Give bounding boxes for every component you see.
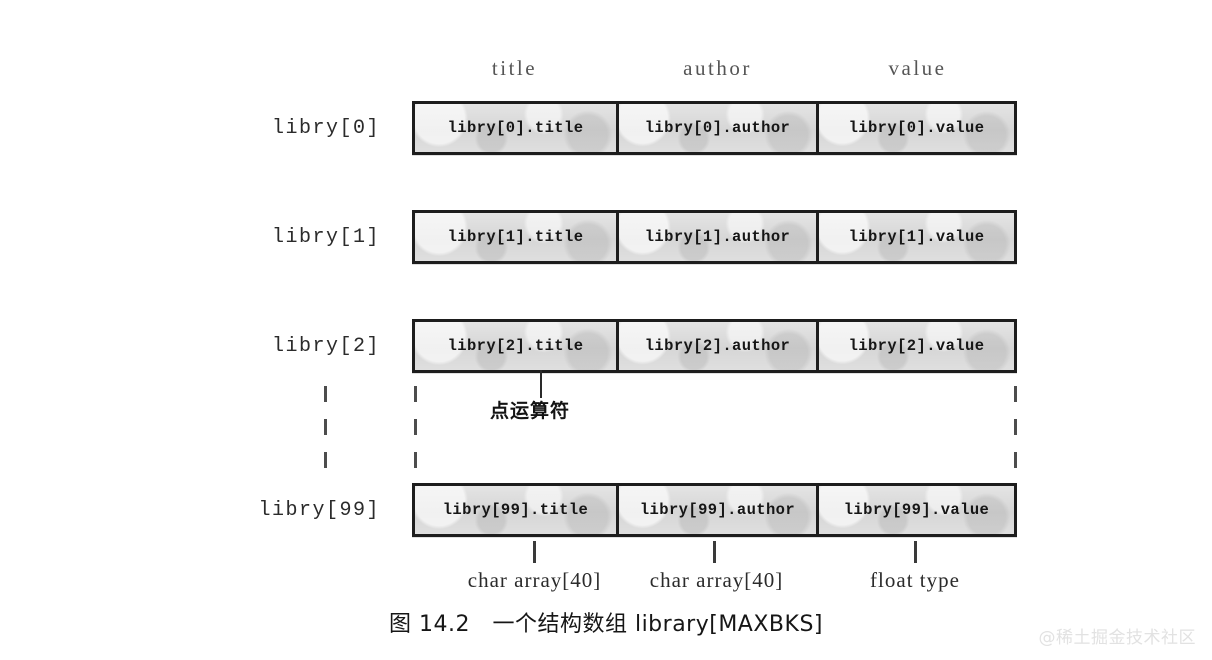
dot-operator-leader-line	[540, 370, 542, 398]
row-label-libry-0: libry[0]	[271, 117, 380, 140]
ellipsis-dash	[324, 452, 327, 468]
ellipsis-dash	[414, 419, 417, 435]
struct-cell-author: libry[99].author	[615, 486, 816, 534]
struct-cell-value: libry[2].value	[815, 322, 1014, 370]
struct-row-2: libry[2].title libry[2].author libry[2].…	[412, 319, 1017, 373]
struct-cell-title: libry[0].title	[415, 104, 616, 152]
type-annotation-author: char array[40]	[649, 568, 784, 592]
row-label-libry-2: libry[2]	[271, 335, 380, 358]
struct-cell-value: libry[99].value	[815, 486, 1014, 534]
struct-cell-title: libry[1].title	[415, 213, 616, 261]
dot-operator-label: 点运算符	[490, 400, 571, 422]
ellipsis-dash	[414, 386, 417, 402]
struct-cell-author: libry[1].author	[615, 213, 816, 261]
struct-cell-value: libry[0].value	[815, 104, 1014, 152]
struct-row-1: libry[1].title libry[1].author libry[1].…	[412, 210, 1017, 264]
ellipsis-dash	[324, 419, 327, 435]
struct-cell-author: libry[0].author	[615, 104, 816, 152]
type-tick-value	[914, 541, 917, 563]
column-header-author: author	[683, 56, 752, 80]
ellipsis-dash	[1014, 452, 1017, 468]
struct-cell-author: libry[2].author	[615, 322, 816, 370]
struct-cell-title: libry[99].title	[415, 486, 616, 534]
column-header-value: value	[888, 56, 947, 80]
row-label-libry-99: libry[99]	[258, 499, 380, 522]
type-tick-title	[533, 541, 536, 563]
ellipsis-dash	[414, 452, 417, 468]
ellipsis-dash	[1014, 419, 1017, 435]
figure-caption: 图 14.2 一个结构数组 library[MAXBKS]	[388, 612, 823, 637]
struct-cell-title: libry[2].title	[415, 322, 616, 370]
struct-row-99: libry[99].title libry[99].author libry[9…	[412, 483, 1017, 537]
watermark: @稀土掘金技术社区	[1038, 628, 1196, 648]
type-annotation-value: float type	[870, 568, 960, 592]
ellipsis-dash	[324, 386, 327, 402]
type-annotation-title: char array[40]	[467, 568, 602, 592]
struct-row-0: libry[0].title libry[0].author libry[0].…	[412, 101, 1017, 155]
struct-cell-value: libry[1].value	[815, 213, 1014, 261]
column-header-title: title	[491, 56, 538, 80]
row-label-libry-1: libry[1]	[271, 226, 380, 249]
ellipsis-dash	[1014, 386, 1017, 402]
type-tick-author	[713, 541, 716, 563]
